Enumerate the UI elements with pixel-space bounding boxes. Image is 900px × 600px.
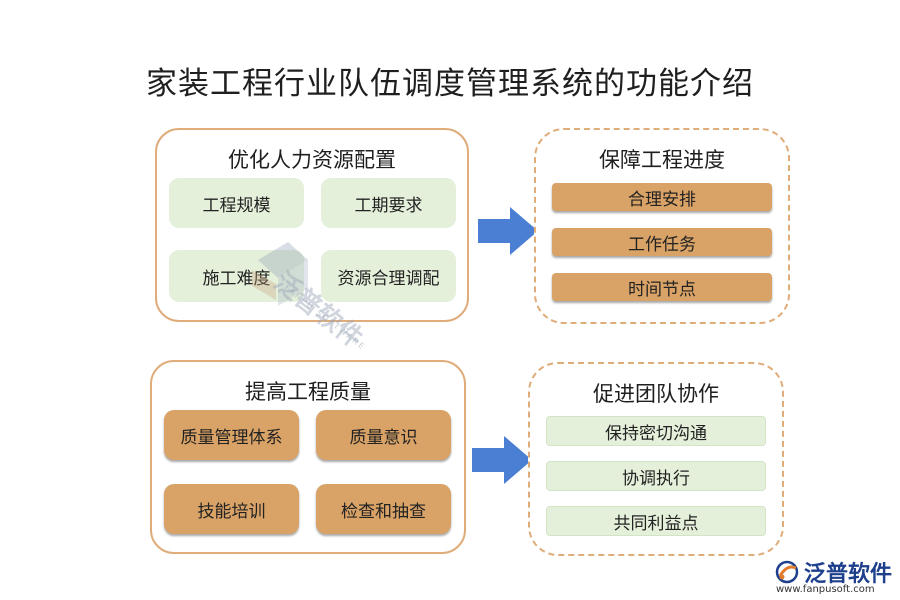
brand-logo: 泛普软件 <box>774 556 892 588</box>
box-title: 提高工程质量 <box>245 380 371 404</box>
item-tile: 检查和抽查 <box>316 484 451 534</box>
box-title: 保障工程进度 <box>599 148 725 172</box>
box-optimize-hr: 优化人力资源配置 工程规模 工期要求 施工难度 资源合理调配 <box>155 128 469 322</box>
item-tile: 资源合理调配 <box>321 250 456 302</box>
arrow-right-icon <box>472 436 532 484</box>
item-bar: 保持密切沟通 <box>546 416 766 446</box>
box-title: 促进团队协作 <box>593 382 719 406</box>
item-bar: 时间节点 <box>552 273 772 301</box>
arrow-right-icon <box>478 207 538 255</box>
brand-name: 泛普软件 <box>804 562 893 587</box>
brand-url: www.fanpusoft.com <box>776 584 875 595</box>
box-title: 优化人力资源配置 <box>228 148 396 172</box>
brand-logo-icon <box>775 560 799 584</box>
item-tile: 质量管理体系 <box>164 410 299 460</box>
box-team-collab: 促进团队协作 保持密切沟通 协调执行 共同利益点 <box>528 362 784 556</box>
item-tile: 技能培训 <box>164 484 299 534</box>
box-ensure-progress: 保障工程进度 合理安排 工作任务 时间节点 <box>534 128 790 324</box>
item-bar: 工作任务 <box>552 228 772 256</box>
page-title: 家装工程行业队伍调度管理系统的功能介绍 <box>146 66 754 102</box>
item-tile: 施工难度 <box>169 250 304 302</box>
item-bar: 合理安排 <box>552 183 772 211</box>
item-tile: 工期要求 <box>321 178 456 228</box>
item-tile: 质量意识 <box>316 410 451 460</box>
item-tile: 工程规模 <box>169 178 304 228</box>
item-bar: 共同利益点 <box>546 506 766 536</box>
item-bar: 协调执行 <box>546 461 766 491</box>
box-improve-quality: 提高工程质量 质量管理体系 质量意识 技能培训 检查和抽查 <box>150 360 466 554</box>
